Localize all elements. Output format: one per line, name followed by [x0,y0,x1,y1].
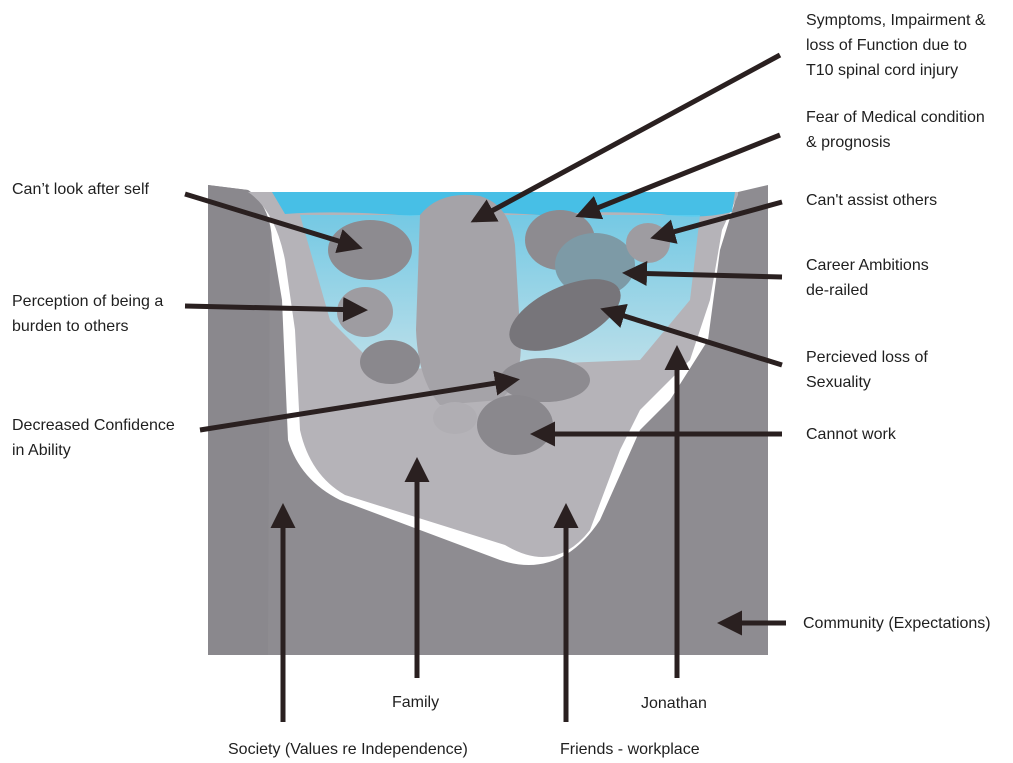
label-cant-look-after: Can’t look after self [12,177,149,202]
rock-far-right [626,223,670,263]
label-fear: Fear of Medical condition & prognosis [806,105,985,155]
label-career: Career Ambitions de-railed [806,253,929,303]
label-family: Family [392,690,439,715]
label-jonathan: Jonathan [641,691,707,716]
rock-small [433,402,477,434]
label-symptoms: Symptoms, Impairment & loss of Function … [806,8,986,83]
rock-left-top [328,220,412,280]
rock-bottom [477,395,553,455]
label-cant-assist: Can't assist others [806,188,937,213]
label-community: Community (Expectations) [803,611,991,636]
rock-left-low [360,340,420,384]
label-society: Society (Values re Independence) [228,737,468,762]
label-burden: Perception of being a burden to others [12,289,163,339]
label-cannot-work: Cannot work [806,422,896,447]
label-sexuality: Percieved loss of Sexuality [806,345,928,395]
label-confidence: Decreased Confidence in Ability [12,413,175,463]
label-friends: Friends - workplace [560,737,700,762]
